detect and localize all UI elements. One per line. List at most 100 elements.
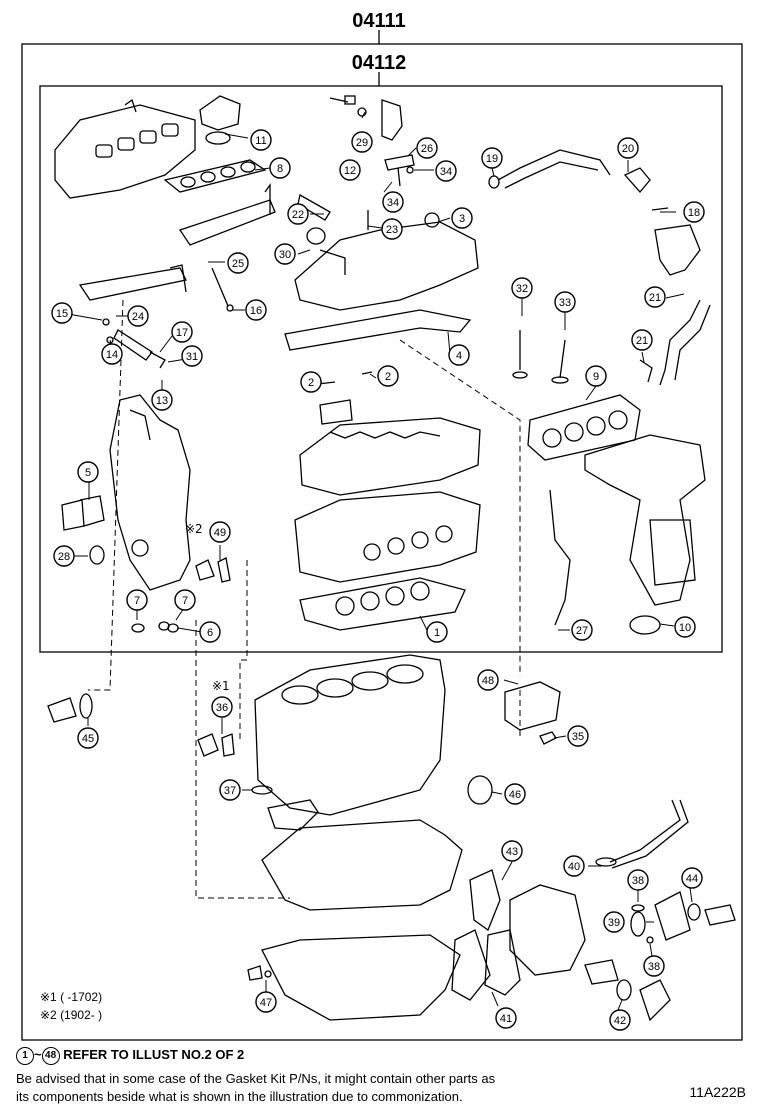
callout-c30: 30 [274,243,296,265]
oil-separator [504,681,561,745]
callout-circle [209,521,231,543]
callout-circle [495,1007,517,1029]
head-gasket [299,577,466,631]
outer-kit-frame [21,43,743,1041]
camshaft-housing [299,417,481,496]
callout-circle [227,252,249,274]
callout-c49: 49 [209,521,231,543]
callout-number: 1 [434,627,440,639]
callout-c29: 29 [351,131,373,153]
callout-c21a: 21 [644,286,666,308]
callout-c11: 11 [250,129,272,151]
callout-number: 30 [279,249,291,261]
callout-c26: 26 [416,137,438,159]
callout-circle [274,243,296,265]
timing-cover [109,394,191,591]
callout-c13: 13 [151,389,173,411]
callout-circle [101,343,123,365]
callout-c25: 25 [227,252,249,274]
intake-manifold [54,98,196,199]
callout-c31: 31 [181,345,203,367]
callout-c7a: 7 [126,589,148,611]
callout-number: 40 [568,861,580,873]
callout-circle [219,779,241,801]
callout-number: 34 [440,166,452,178]
callout-circle [585,365,607,387]
valve-parts [317,330,569,425]
callout-circle [435,160,457,182]
callout-number: 25 [232,258,244,270]
callout-c18: 18 [683,201,705,223]
callout-number: 43 [506,846,518,858]
callout-circle [269,157,291,179]
exhaust-gasket [527,394,641,461]
callout-number: 38 [648,961,660,973]
callout-circle [127,305,149,327]
callout-number: 32 [516,283,528,295]
callout-number: 11 [255,135,266,147]
callout-circle [339,159,361,181]
callout-circle [563,855,585,877]
head-cover-gasket [284,309,472,351]
throttle-parts [199,95,241,145]
oil-pan-upper [261,819,463,911]
callout-c8: 8 [269,157,291,179]
advice-line-1: Be advised that in some case of the Gask… [16,1071,496,1086]
injector-parts [102,267,234,369]
callout-number: 2 [385,371,391,383]
advice-line-2: its components beside what is shown in t… [16,1089,463,1104]
range-note-1: ※1 ( -1702) [40,990,103,1004]
callout-c16: 16 [245,299,267,321]
callout-number: 9 [593,371,599,383]
callout-number: 20 [622,143,634,155]
callout-c27: 27 [571,619,593,641]
callout-c45: 45 [77,727,99,749]
callout-number: 36 [216,702,228,714]
callout-c37: 37 [219,779,241,801]
callout-c43: 43 [501,840,523,862]
callout-c28: 28 [53,545,75,567]
callout-circle [643,955,665,977]
callout-number: 42 [614,1015,626,1027]
thermostat-parts [630,891,736,944]
callout-c46: 46 [504,783,526,805]
callout-c22: 22 [287,203,309,225]
callout-circle [181,345,203,367]
callout-circle [126,589,148,611]
callout-circle [681,867,703,889]
callout-c47: 47 [255,991,277,1013]
callout-circle [151,389,173,411]
callout-circle [554,291,576,313]
callout-circle [448,344,470,366]
callout-circle [501,840,523,862]
callout-number: 5 [85,467,91,479]
callout-number: 17 [176,327,188,339]
callout-circle [567,725,589,747]
callout-number: 28 [58,551,70,563]
callout-c23: 23 [381,218,403,240]
callout-number: 33 [559,297,571,309]
water-pump-area [451,869,671,1022]
callout-number: 39 [608,917,620,929]
callout-c48: 48 [477,669,499,691]
callout-number: 19 [486,153,498,165]
exhaust-manifold [584,434,706,635]
callout-circle [382,191,404,213]
inner-kit-frame [39,85,723,653]
callout-circle [617,137,639,159]
fitting-45 [47,693,93,723]
callout-number: 4 [456,350,462,362]
callout-c2a: 2 [300,371,322,393]
callout-c24: 24 [127,305,149,327]
callout-number: 14 [106,349,118,361]
callout-c39: 39 [603,911,625,933]
callout-c20: 20 [617,137,639,159]
callout-number: 44 [686,873,698,885]
callout-c40: 40 [563,855,585,877]
callout-circle [631,329,653,351]
callout-number: 45 [82,733,94,745]
callout-circle [609,1009,631,1031]
callout-circle [381,218,403,240]
